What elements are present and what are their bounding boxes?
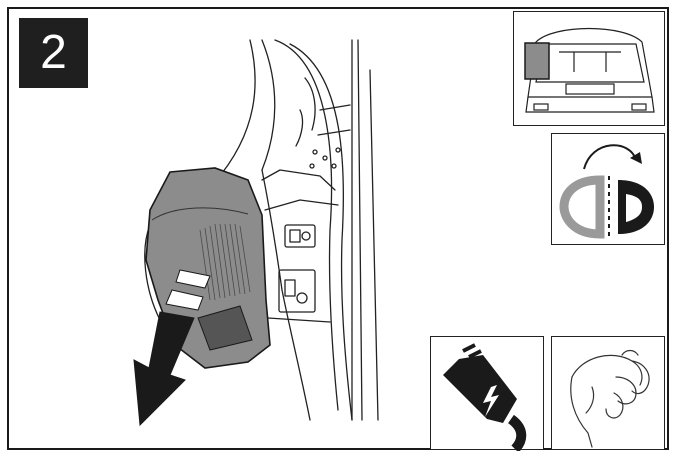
electrical-plug-hazard-icon [430,336,544,450]
repeat-opposite-side-icon [551,133,665,245]
highlight-region [525,43,549,79]
car-rear-location-icon [513,11,665,126]
hand-grip-icon [551,336,665,450]
